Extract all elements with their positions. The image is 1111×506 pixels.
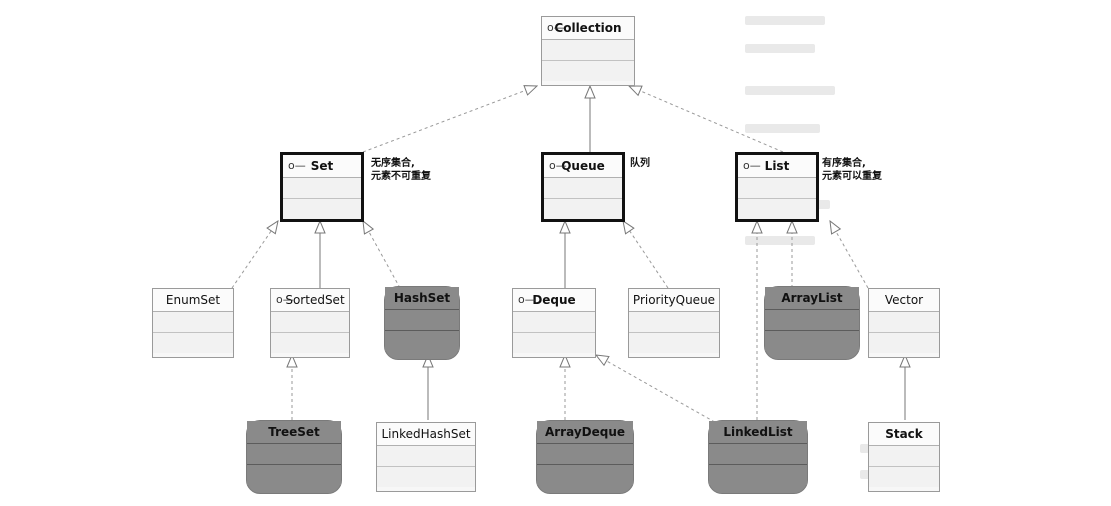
set-note-line-2: 元素不可重复 <box>371 171 431 182</box>
methods-compartment <box>542 61 634 81</box>
methods-compartment <box>765 331 859 351</box>
deque-box[interactable]: o— Deque <box>512 288 596 358</box>
edge-enumset-set <box>231 221 278 289</box>
attributes-compartment <box>247 444 341 465</box>
methods-compartment <box>869 467 939 487</box>
interface-icon: o— <box>547 21 565 34</box>
treeset-label: TreeSet <box>268 425 320 439</box>
edge-list-collection <box>629 86 784 153</box>
methods-compartment <box>385 331 459 351</box>
vector-box[interactable]: Vector <box>868 288 940 358</box>
interface-icon: o— <box>288 159 306 172</box>
list-label: List <box>764 159 790 173</box>
linkedlist-label: LinkedList <box>723 425 793 439</box>
queue-label: Queue <box>561 159 605 173</box>
queue-box[interactable]: o— Queue <box>541 152 625 222</box>
stack-box[interactable]: Stack <box>868 422 940 492</box>
interface-icon: o— <box>276 293 294 306</box>
priorityqueue-label: PriorityQueue <box>632 293 716 307</box>
interface-icon: o— <box>549 159 567 172</box>
methods-compartment <box>709 465 807 485</box>
edge-vector-list <box>830 221 869 289</box>
list-box[interactable]: o— List <box>735 152 819 222</box>
stack-label: Stack <box>885 427 923 441</box>
methods-compartment <box>869 333 939 353</box>
arraylist-box[interactable]: ArrayList <box>764 286 860 360</box>
linkedlist-box[interactable]: LinkedList <box>708 420 808 494</box>
methods-compartment <box>283 199 361 219</box>
deque-label: Deque <box>532 293 576 307</box>
methods-compartment <box>544 199 622 219</box>
queue-note-line-1: 队列 <box>630 158 650 169</box>
enumset-label: EnumSet <box>165 293 221 307</box>
methods-compartment <box>153 333 233 353</box>
attributes-compartment <box>153 312 233 333</box>
sortedset-label: SortedSet <box>285 293 345 307</box>
list-note-line-2: 元素可以重复 <box>822 171 882 182</box>
treeset-box[interactable]: TreeSet <box>246 420 342 494</box>
attributes-compartment <box>537 444 633 465</box>
arraydeque-box[interactable]: ArrayDeque <box>536 420 634 494</box>
edge-hashset-set <box>363 221 401 289</box>
methods-compartment <box>513 333 595 353</box>
attributes-compartment <box>542 40 634 61</box>
set-note: 无序集合, 元素不可重复 <box>371 157 431 183</box>
arraydeque-label: ArrayDeque <box>544 425 626 439</box>
attributes-compartment <box>271 312 349 333</box>
set-box[interactable]: o— Set <box>280 152 364 222</box>
attributes-compartment <box>765 310 859 331</box>
enumset-box[interactable]: EnumSet <box>152 288 234 358</box>
collection-box[interactable]: o— Collection <box>541 16 635 86</box>
methods-compartment <box>629 333 719 353</box>
arraylist-label: ArrayList <box>781 291 843 305</box>
methods-compartment <box>247 465 341 485</box>
edge-set-collection <box>362 86 537 153</box>
attributes-compartment <box>544 178 622 199</box>
attributes-compartment <box>869 446 939 467</box>
methods-compartment <box>377 467 475 487</box>
linkedhashset-box[interactable]: LinkedHashSet <box>376 422 476 492</box>
methods-compartment <box>738 199 816 219</box>
interface-icon: o— <box>518 293 536 306</box>
attributes-compartment <box>283 178 361 199</box>
interface-icon: o— <box>743 159 761 172</box>
attributes-compartment <box>869 312 939 333</box>
attributes-compartment <box>385 310 459 331</box>
vector-label: Vector <box>884 293 924 307</box>
attributes-compartment <box>709 444 807 465</box>
attributes-compartment <box>513 312 595 333</box>
attributes-compartment <box>738 178 816 199</box>
set-note-line-1: 无序集合, <box>371 158 415 169</box>
linkedhashset-label: LinkedHashSet <box>381 427 471 441</box>
methods-compartment <box>537 465 633 485</box>
set-label: Set <box>310 159 334 173</box>
priorityqueue-box[interactable]: PriorityQueue <box>628 288 720 358</box>
hashset-box[interactable]: HashSet <box>384 286 460 360</box>
sortedset-box[interactable]: o— SortedSet <box>270 288 350 358</box>
collection-label: Collection <box>554 21 622 35</box>
attributes-compartment <box>629 312 719 333</box>
methods-compartment <box>271 333 349 353</box>
edge-priorityqueue-queue <box>623 221 669 289</box>
list-note-line-1: 有序集合, <box>822 158 866 169</box>
queue-note: 队列 <box>630 157 650 170</box>
attributes-compartment <box>377 446 475 467</box>
list-note: 有序集合, 元素可以重复 <box>822 157 882 183</box>
edge-linkedlist-deque <box>596 355 721 426</box>
hashset-label: HashSet <box>393 291 451 305</box>
